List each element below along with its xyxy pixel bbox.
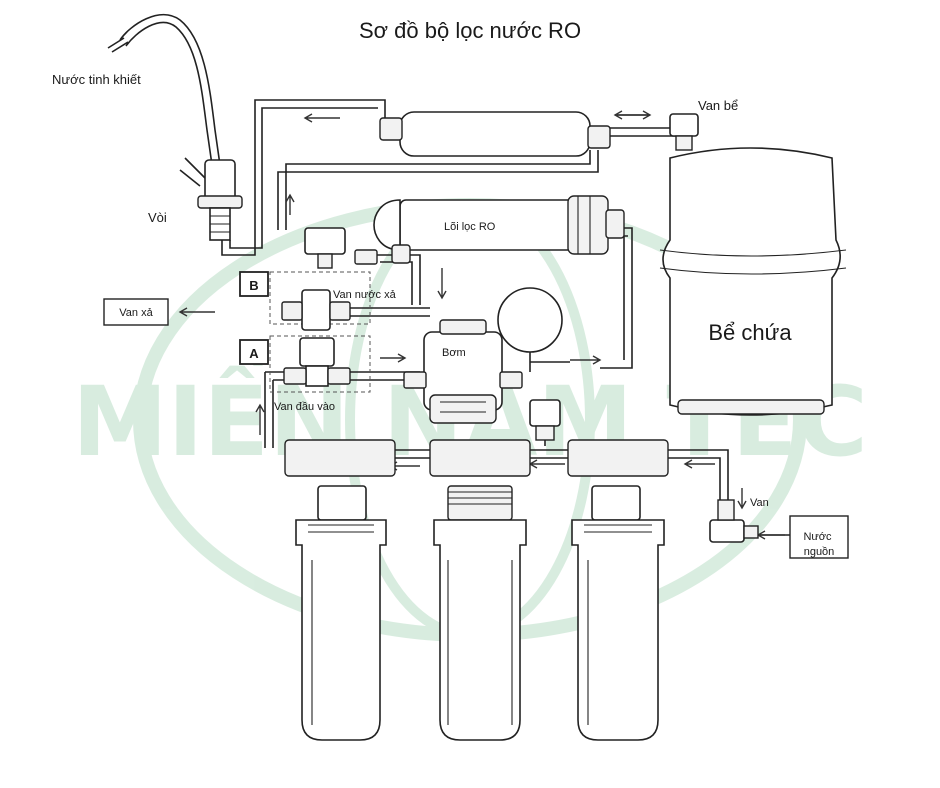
diagram-title: Sơ đồ bộ lọc nước RO <box>359 18 581 43</box>
arrow-up-icon <box>285 193 295 215</box>
source-water-box <box>789 515 849 559</box>
marker-a-box <box>239 339 269 365</box>
arrow-down-icon <box>437 268 447 300</box>
pre-filter-1 <box>284 439 396 741</box>
pre-filter-2 <box>429 439 531 741</box>
arrow-up-icon <box>255 403 265 435</box>
label-source-water: Nước nguồn <box>803 531 834 558</box>
label-tank: Bể chứa <box>708 320 792 345</box>
pre-filter-3 <box>567 439 669 741</box>
label-inlet-valve: Van đầu vào <box>274 401 335 413</box>
arrow-right-icon <box>570 355 602 365</box>
label-source-water-text: Nước <box>803 531 832 543</box>
label-flush-valve: Van nước xả <box>333 289 397 301</box>
arrow-right-icon <box>380 353 407 363</box>
post-carbon-filter <box>379 111 611 157</box>
label-source-water-line2: nguồn <box>804 546 835 558</box>
tank-valve <box>669 113 699 151</box>
label-faucet: Vòi <box>148 210 167 225</box>
label-drain: Van xả <box>119 307 153 319</box>
flush-valve-zone <box>269 271 371 325</box>
label-ro-membrane: Lõi lọc RO <box>444 221 496 233</box>
inlet-valve <box>283 337 351 387</box>
label-tank-valve: Van bể <box>698 98 738 113</box>
arrow-left-icon <box>178 307 215 317</box>
faucet-icon <box>107 13 243 241</box>
label-valve: Van <box>750 497 769 509</box>
marker-a: A <box>249 346 259 361</box>
storage-tank <box>659 147 847 416</box>
inlet-valve-zone <box>269 335 371 393</box>
pressure-switch <box>529 399 561 446</box>
label-pump: Bơm <box>442 347 466 359</box>
ro-membrane <box>373 195 625 264</box>
arrow-down-icon <box>737 488 747 510</box>
marker-b: B <box>249 278 258 293</box>
booster-pump <box>403 319 523 424</box>
source-valve <box>709 499 759 543</box>
pressure-gauge <box>497 287 570 372</box>
arrow-left-icon <box>756 530 785 540</box>
label-pure-water: Nước tinh khiết <box>52 72 141 87</box>
drain-box <box>103 298 169 326</box>
arrow-left-icon <box>303 113 340 123</box>
arrow-left-icon <box>683 459 715 469</box>
solenoid-valve-top <box>304 227 378 269</box>
flush-valve <box>281 289 351 331</box>
marker-b-box <box>239 271 269 297</box>
arrow-left-icon <box>613 110 650 120</box>
